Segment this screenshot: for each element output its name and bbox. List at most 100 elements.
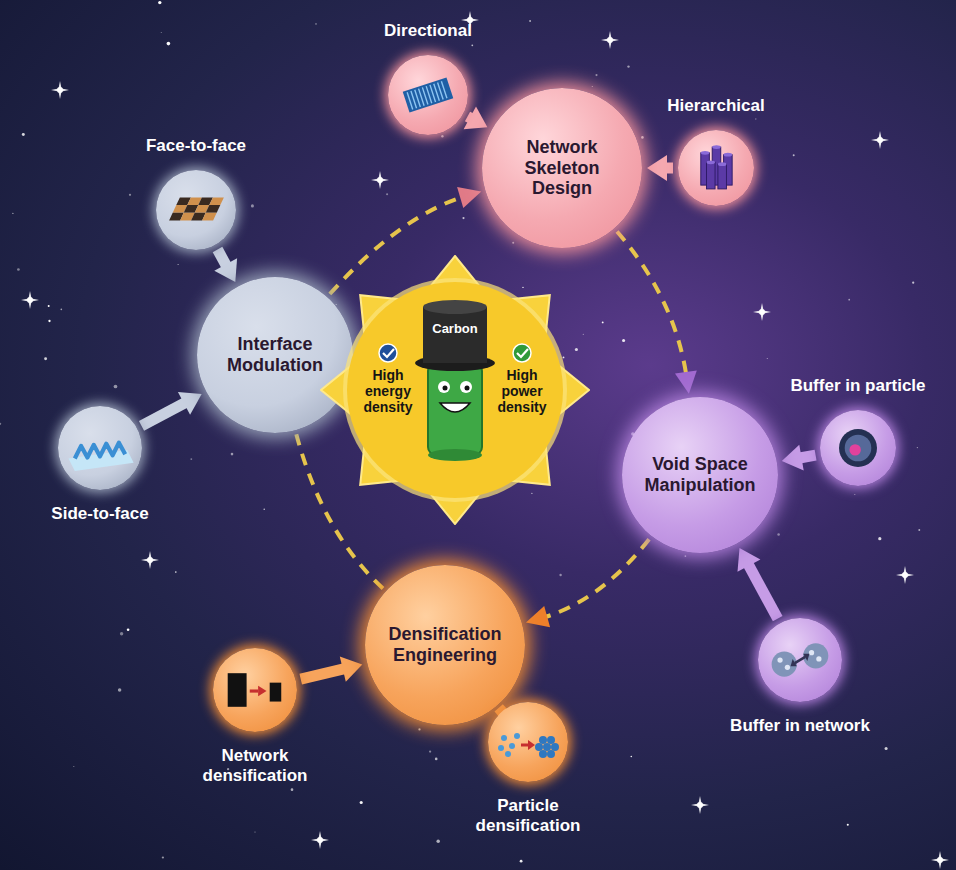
method-icon xyxy=(758,618,842,702)
star-dot xyxy=(120,632,123,635)
sun-shape xyxy=(320,255,590,525)
star-dot xyxy=(190,458,192,460)
sparkle-glow xyxy=(57,87,63,93)
strategy-label: Network Skeleton Design xyxy=(497,137,627,199)
method-label: Directional xyxy=(384,21,472,41)
connector xyxy=(142,392,202,426)
star-dot xyxy=(767,358,768,359)
sparkle-glow xyxy=(147,557,153,563)
star-dot xyxy=(520,860,523,863)
star-dot xyxy=(583,334,584,335)
sparkle-ray xyxy=(371,171,389,189)
sparkle-ray xyxy=(896,566,914,584)
star-dot xyxy=(848,299,850,301)
star-dot xyxy=(17,268,20,271)
star-dot xyxy=(531,493,532,494)
block-arrow-shaft xyxy=(748,564,778,619)
sparkle-star xyxy=(601,31,619,49)
star-dot xyxy=(854,494,855,495)
sun-disc xyxy=(347,282,563,498)
star-dot xyxy=(641,136,644,139)
character-body xyxy=(428,363,482,455)
method-circle: Side-to-face xyxy=(58,406,142,490)
character-eye xyxy=(438,381,450,393)
star-dot xyxy=(162,856,164,858)
star-dot xyxy=(471,44,473,46)
arrow-head xyxy=(675,371,697,394)
strategy-label: Void Space Manipulation xyxy=(637,454,763,495)
star-dot xyxy=(512,242,514,244)
star-dot xyxy=(522,287,523,288)
sparkle-star xyxy=(141,551,159,569)
star-dot xyxy=(254,832,255,833)
arrow-head xyxy=(782,445,804,471)
connector xyxy=(647,155,673,181)
star-dot xyxy=(429,750,431,752)
sparkle-ray xyxy=(871,131,889,149)
connector xyxy=(738,548,778,619)
benefit-label: High power density xyxy=(486,367,558,415)
arrow-head xyxy=(647,155,667,181)
sparkle-ray xyxy=(601,31,619,49)
sparkle-star xyxy=(931,851,949,869)
dashed-cycle-arc xyxy=(617,232,687,380)
check-badge xyxy=(513,344,531,362)
sparkle-ray xyxy=(691,796,709,814)
sparkle-star xyxy=(51,81,69,99)
benefit-label: High energy density xyxy=(352,367,424,415)
star-dot xyxy=(462,217,464,219)
star-dot xyxy=(630,756,632,758)
hat-label: Carbon xyxy=(423,321,487,336)
block-arrow-shaft xyxy=(800,455,816,458)
star-dot xyxy=(559,574,561,576)
star-dot xyxy=(118,688,122,692)
arrow-head xyxy=(457,187,481,208)
star-dot xyxy=(73,766,74,767)
check-badge xyxy=(379,344,397,362)
star-dot xyxy=(912,282,914,284)
star-dot xyxy=(60,309,62,311)
star-dot xyxy=(251,204,254,207)
connector xyxy=(617,232,697,394)
sparkle-ray xyxy=(753,303,771,321)
star-dot xyxy=(231,453,234,456)
star-dot xyxy=(793,154,795,156)
method-icon xyxy=(678,130,754,206)
sparkle-star xyxy=(753,303,771,321)
sparkle-glow xyxy=(317,837,323,843)
method-icon xyxy=(156,170,236,250)
star-dot xyxy=(386,193,388,195)
star-dot xyxy=(885,747,888,750)
star-dot xyxy=(436,840,439,843)
star-dot xyxy=(847,824,849,826)
arrow-head xyxy=(526,606,550,627)
sparkle-star xyxy=(21,291,39,309)
dashed-cycle-arc xyxy=(539,539,649,619)
arrow-head xyxy=(178,392,202,415)
star-dot xyxy=(22,133,25,136)
sparkle-glow xyxy=(877,137,883,143)
star-dot xyxy=(575,348,578,351)
sun-glow xyxy=(343,278,567,502)
star-dot xyxy=(627,65,629,67)
character-bottom xyxy=(428,449,482,461)
strategy-circle: Densification Engineering xyxy=(365,565,525,725)
arrow-head xyxy=(738,548,761,572)
star-dot xyxy=(602,321,604,323)
method-label: Network densification xyxy=(190,746,320,787)
method-circle: Buffer in network xyxy=(758,618,842,702)
character-pupil xyxy=(443,386,448,391)
method-circle: Face-to-face xyxy=(156,170,236,250)
connector xyxy=(464,106,488,129)
star-dot xyxy=(878,537,881,540)
character-pupil xyxy=(465,386,470,391)
method-circle: Particle densification xyxy=(488,702,568,782)
sparkle-glow xyxy=(759,309,765,315)
method-label: Hierarchical xyxy=(667,96,764,116)
sun-node: CarbonHigh energy density High power dens… xyxy=(320,255,590,525)
method-icon xyxy=(820,410,896,486)
star-dot xyxy=(315,23,316,24)
star-dot xyxy=(755,118,756,119)
method-circle: Network densification xyxy=(213,648,297,732)
